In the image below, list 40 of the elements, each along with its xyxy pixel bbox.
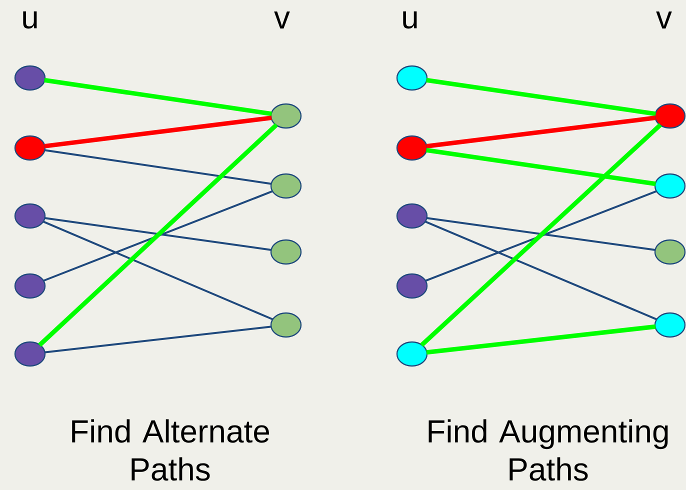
- vertex: [654, 239, 686, 265]
- vertex: [14, 273, 46, 299]
- vertex: [14, 341, 46, 367]
- vertex: [270, 312, 302, 338]
- vertex: [270, 103, 302, 129]
- matched-edge: [426, 116, 656, 148]
- vertex: [396, 341, 428, 367]
- edge: [42, 190, 274, 282]
- edge: [42, 220, 274, 320]
- vertex: [14, 135, 46, 161]
- vertex: [654, 312, 686, 338]
- caption: Find Alternate Paths: [72, 419, 270, 481]
- vertex: [14, 65, 46, 91]
- vertex: [654, 173, 686, 199]
- matched-edge: [38, 123, 278, 347]
- vertex: [396, 135, 428, 161]
- matched-edge: [44, 78, 272, 116]
- edge: [424, 190, 658, 282]
- axis-letter: u: [23, 11, 37, 29]
- edge: [44, 217, 272, 251]
- vertex: [396, 65, 428, 91]
- edge: [44, 149, 272, 185]
- vertex: [654, 103, 686, 129]
- axis-letter: u: [403, 11, 417, 29]
- vertex: [396, 273, 428, 299]
- matched-edge: [426, 324, 656, 355]
- vertex: [270, 173, 302, 199]
- edge: [426, 217, 656, 251]
- edge: [424, 220, 658, 320]
- axis-letter: v: [656, 12, 672, 28]
- matched-edge: [420, 123, 662, 347]
- matched-edge: [426, 78, 656, 116]
- caption: Find Augmenting Paths: [428, 419, 668, 481]
- vertex: [396, 203, 428, 229]
- vertex: [14, 203, 46, 229]
- vertex: [270, 239, 302, 265]
- axis-letter: v: [274, 12, 290, 28]
- edge: [44, 326, 272, 354]
- matched-edge: [426, 148, 656, 186]
- matched-edge: [44, 116, 272, 148]
